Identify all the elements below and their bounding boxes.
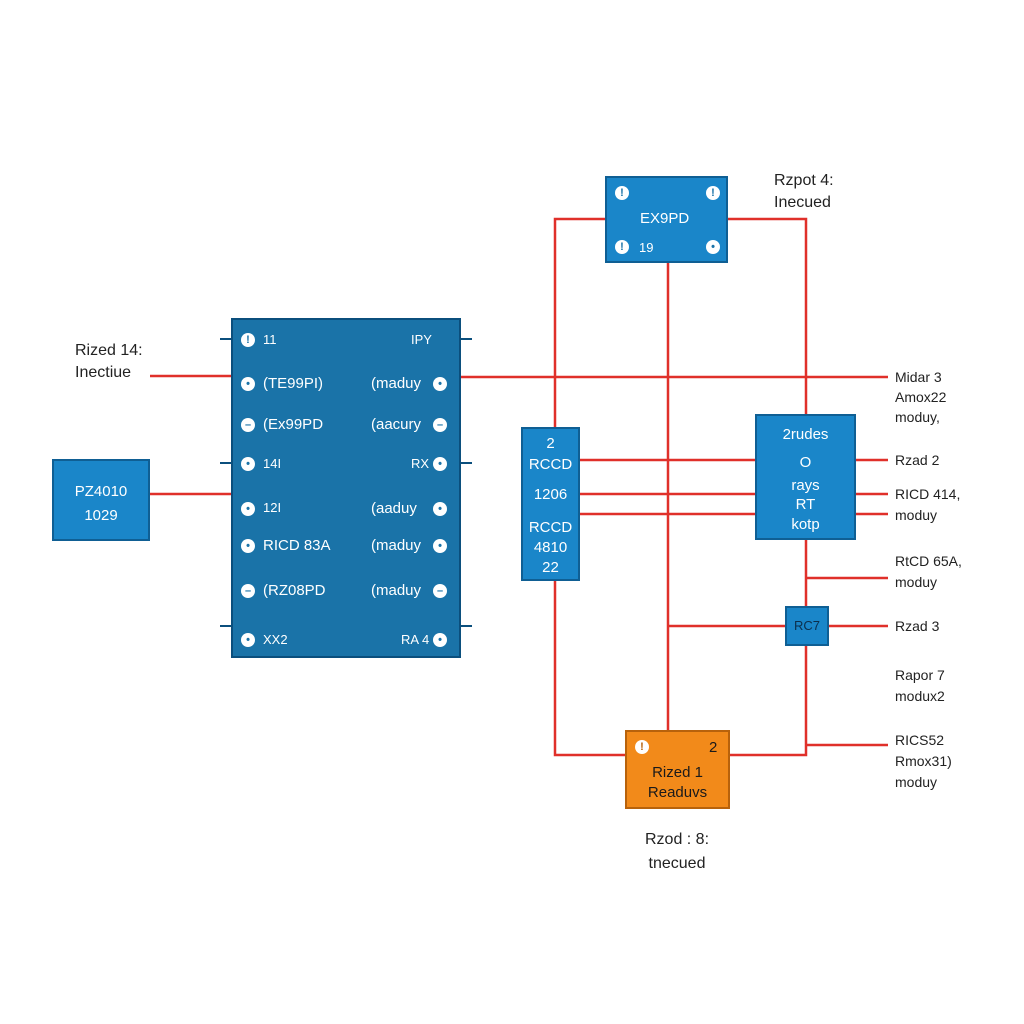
- block-line: rays: [791, 477, 820, 494]
- wires: [149, 217, 888, 757]
- pin-icon: •: [241, 539, 255, 553]
- block-line: RCCD: [528, 456, 573, 473]
- pin-icon: •: [433, 633, 447, 647]
- right-label-6: Rapor 7 modux2: [895, 665, 945, 707]
- block-line: 1029: [84, 507, 118, 524]
- block-line: O: [799, 454, 812, 471]
- label-line: Inecued: [774, 194, 831, 211]
- pin-label: 11: [263, 332, 277, 347]
- left-label: Rized 14: Inectiue: [75, 340, 143, 384]
- block-line: kotp: [791, 516, 820, 533]
- block-line: 4810: [533, 539, 568, 556]
- label-line: tnecued: [648, 855, 706, 872]
- pin-icon: !: [615, 186, 629, 200]
- orange-module-block: ! 2 Rized 1 Readuvs: [625, 730, 730, 809]
- pin-label: (TE99PI): [263, 375, 324, 392]
- pin-icon: –: [433, 584, 447, 598]
- pin-label: 14I: [263, 456, 282, 471]
- label-line: Rmox31): [895, 753, 952, 769]
- right-label-2: Rzad 2: [895, 449, 939, 471]
- label-line: RICS52: [895, 732, 945, 748]
- right-module-block: 2rudes O rays RT kotp: [755, 414, 856, 540]
- label-line: moduy: [895, 574, 938, 590]
- right-label-5: Rzad 3: [895, 615, 939, 637]
- block-line: 22: [542, 559, 559, 576]
- pin-label: (maduy: [371, 375, 422, 392]
- pin-icon: •: [433, 502, 447, 516]
- pin-icon: •: [241, 457, 255, 471]
- pin-icon: •: [433, 539, 447, 553]
- label-line: Midar 3: [895, 369, 942, 385]
- label-line: moduy: [895, 507, 938, 523]
- label-line: Amox22: [895, 389, 947, 405]
- pin-icon: •: [241, 633, 255, 647]
- pin-icon: !: [635, 740, 649, 754]
- block-line: RCCD: [528, 519, 573, 536]
- label-line: Rzad 3: [895, 618, 940, 634]
- pin-icon: •: [706, 240, 720, 254]
- pin-icon: –: [433, 418, 447, 432]
- label-line: Inectiue: [75, 364, 132, 381]
- block-line: PZ4010: [74, 483, 128, 500]
- pin-label: (maduy: [371, 582, 422, 599]
- block-line: 2: [546, 435, 555, 452]
- pin-icon: •: [241, 502, 255, 516]
- pin-label: (maduy: [371, 537, 422, 554]
- pin-label: RICD 83A: [263, 537, 331, 554]
- top-right-label: Rzpot 4: Inecued: [774, 170, 834, 214]
- pin-icon: •: [433, 377, 447, 391]
- pin-icon: !: [706, 186, 720, 200]
- label-line: moduy,: [895, 409, 940, 425]
- label-line: Rzad 2: [895, 452, 940, 468]
- pin-label: (aaduy: [371, 500, 417, 517]
- pin-label: (Ex99PD: [263, 416, 324, 433]
- middle-module-block: 2 RCCD 1206 RCCD 4810 22: [521, 427, 580, 581]
- label-line: RICD 414,: [895, 486, 961, 502]
- pin-label: RA 4: [401, 632, 430, 647]
- right-label-3: RICD 414, moduy: [895, 484, 960, 526]
- pin-icon: !: [241, 333, 255, 347]
- pin-label: IPY: [411, 332, 432, 347]
- label-line: RtCD 65A,: [895, 553, 962, 569]
- pin-label: 12I: [263, 500, 282, 515]
- right-label-7: RICS52 Rmox31) moduy: [895, 730, 952, 793]
- label-line: Rized 14:: [75, 342, 143, 359]
- pin-label: 19: [639, 240, 654, 255]
- bottom-label: Rzod : 8: tnecued: [617, 828, 737, 876]
- label-line: moduy: [895, 774, 938, 790]
- pin-label: 2: [709, 739, 718, 756]
- pin-icon: !: [615, 240, 629, 254]
- small-module-block: RC7: [785, 606, 829, 646]
- pin-label: XX2: [263, 632, 288, 647]
- label-line: Rapor 7: [895, 667, 945, 683]
- pin-label: (RZ08PD: [263, 582, 326, 599]
- main-ic-block: ! 11 • (TE99PI) – (Ex99PD • 14I • 12I • …: [231, 318, 461, 658]
- block-line: Readuvs: [647, 784, 708, 801]
- label-line: Rzpot 4:: [774, 172, 834, 189]
- pin-icon: •: [433, 457, 447, 471]
- pin-label: (aacury: [371, 416, 422, 433]
- pin-icon: •: [241, 377, 255, 391]
- block-line: RT: [795, 496, 816, 513]
- block-line: Rized 1: [652, 764, 703, 781]
- pin-icon: –: [241, 418, 255, 432]
- block-title: EX9PD: [640, 210, 690, 227]
- block-line: 1206: [533, 486, 568, 503]
- pin-stubs: [220, 338, 472, 627]
- block-label: RC7: [793, 618, 820, 633]
- pin-label: RX: [411, 456, 430, 471]
- top-module-block: ! ! EX9PD ! 19 •: [605, 176, 728, 263]
- label-line: Rzod : 8:: [644, 831, 710, 848]
- left-module-block: PZ4010 1029: [52, 459, 150, 541]
- block-line: 2rudes: [782, 426, 829, 443]
- right-label-1: Midar 3 Amox22 moduy,: [895, 367, 946, 427]
- label-line: modux2: [895, 688, 945, 704]
- pin-icon: –: [241, 584, 255, 598]
- right-label-4: RtCD 65A, moduy: [895, 551, 962, 593]
